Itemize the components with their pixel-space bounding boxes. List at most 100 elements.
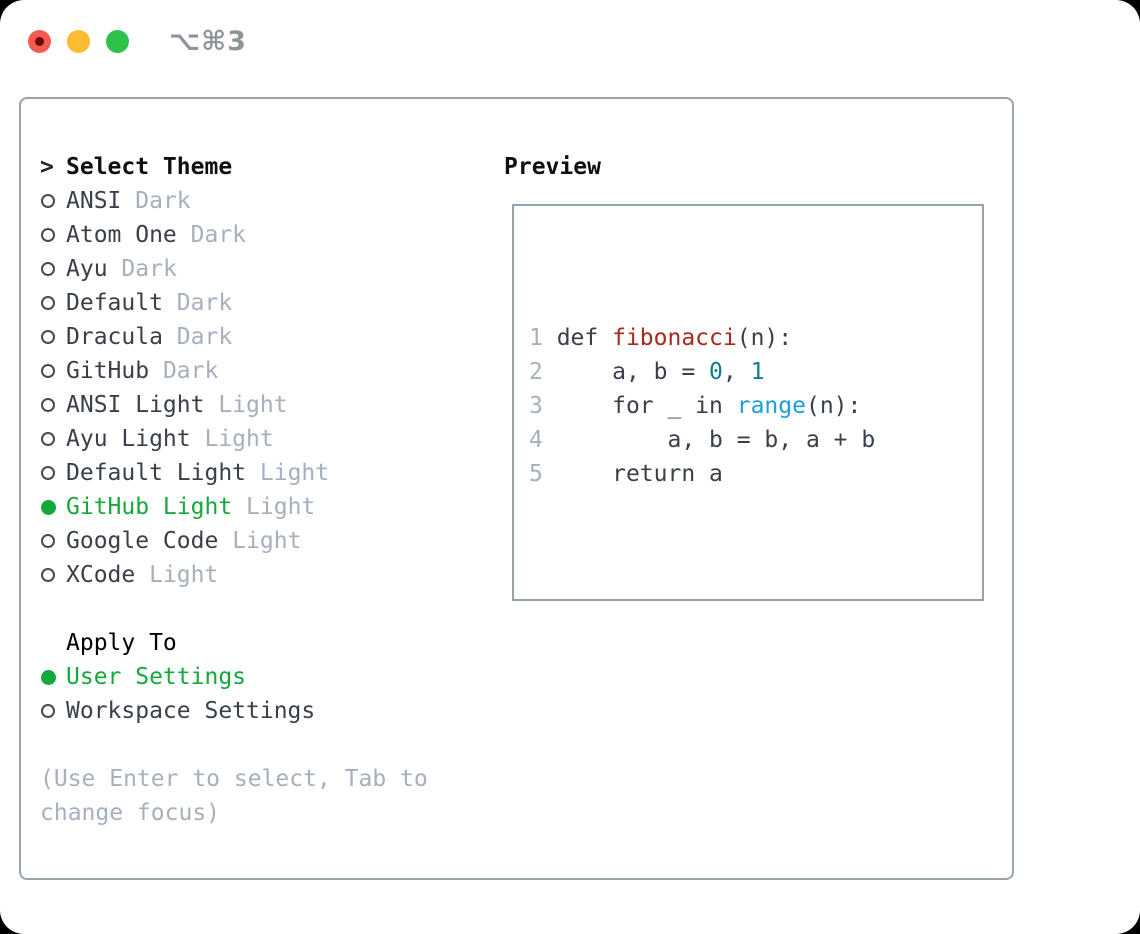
radio-unselected-icon	[41, 398, 55, 412]
theme-variant-tag: Light	[259, 460, 330, 486]
marker-cell	[40, 669, 66, 685]
theme-option[interactable]: Atom One Dark	[40, 218, 460, 252]
line-number: 3	[529, 393, 557, 419]
radio-unselected-icon	[41, 432, 55, 446]
code-token: fibonacci	[612, 325, 737, 351]
theme-option[interactable]: Default Light Light	[40, 456, 460, 490]
marker-cell	[40, 499, 66, 515]
line-number: 2	[529, 359, 557, 385]
radio-unselected-icon	[41, 330, 55, 344]
radio-unselected-icon	[41, 568, 55, 582]
theme-name: Ayu	[66, 256, 108, 282]
radio-unselected-icon	[41, 296, 55, 310]
theme-name: ANSI	[66, 188, 122, 214]
window-title: ⌥⌘3	[169, 26, 247, 57]
theme-name: Google Code	[66, 528, 219, 554]
line-number: 4	[529, 427, 557, 453]
code-token: def	[556, 325, 613, 351]
theme-variant-tag: Light	[232, 528, 302, 554]
keyboard-hint-text: (Use Enter to select, Tab to change focu…	[40, 766, 428, 826]
theme-option[interactable]: Default Dark	[40, 286, 460, 320]
gap	[108, 252, 122, 286]
theme-variant-tag: Light	[204, 426, 274, 452]
radio-unselected-icon	[41, 194, 55, 208]
theme-option[interactable]: Google Code Light	[40, 524, 460, 558]
marker-cell	[40, 704, 66, 718]
apply-to-header-row: Apply To	[40, 626, 460, 660]
marker-cell	[40, 466, 66, 480]
code-token: 1	[750, 359, 765, 385]
theme-option[interactable]: GitHub Light Light	[40, 490, 460, 524]
preview-line: 5 return a	[529, 457, 982, 491]
close-button[interactable]	[28, 30, 51, 53]
theme-option[interactable]: Dracula Dark	[40, 320, 460, 354]
theme-name: Default	[66, 290, 163, 316]
apply-option[interactable]: Workspace Settings	[40, 694, 460, 728]
marker-cell	[40, 568, 66, 582]
code-token: range	[736, 393, 806, 419]
theme-variant-tag: Dark	[135, 188, 191, 214]
marker-cell	[40, 228, 66, 242]
code-token: a, b = b, a + b	[556, 427, 876, 453]
code-token: for _ in	[556, 393, 737, 419]
radio-unselected-icon	[41, 704, 55, 718]
apply-option[interactable]: User Settings	[40, 660, 460, 694]
select-theme-heading: Select Theme	[66, 154, 233, 180]
code-token: a, b =	[556, 359, 710, 385]
theme-variant-tag: Light	[246, 494, 316, 520]
theme-option[interactable]: XCode Light	[40, 558, 460, 592]
zoom-button[interactable]	[106, 30, 129, 53]
theme-option[interactable]: Ayu Dark	[40, 252, 460, 286]
gap	[204, 388, 218, 422]
preview-line: 3 for _ in range(n):	[529, 389, 982, 423]
window-titlebar: ⌥⌘3	[28, 26, 247, 57]
theme-variant-tag: Dark	[176, 290, 233, 316]
theme-option[interactable]: Ayu Light Light	[40, 422, 460, 456]
theme-variant-tag: Dark	[162, 358, 219, 384]
code-token: return a	[556, 461, 723, 487]
theme-option[interactable]: ANSI Dark	[40, 184, 460, 218]
minimize-button[interactable]	[67, 30, 90, 53]
gap	[121, 184, 135, 218]
theme-name: Dracula	[66, 324, 163, 350]
theme-option[interactable]: ANSI Light Light	[40, 388, 460, 422]
code-token: ,	[722, 359, 751, 385]
gap	[163, 320, 177, 354]
gap	[135, 558, 149, 592]
preview-heading: Preview	[504, 154, 601, 180]
theme-name: Atom One	[66, 222, 177, 248]
marker-cell	[40, 534, 66, 548]
radio-unselected-icon	[41, 262, 55, 276]
line-number: 1	[529, 325, 557, 351]
marker-cell	[40, 398, 66, 412]
marker-cell	[40, 194, 66, 208]
theme-variant-tag: Dark	[190, 222, 247, 248]
marker-cell	[40, 262, 66, 276]
theme-variant-tag: Light	[218, 392, 288, 418]
apply-to-heading: Apply To	[66, 630, 177, 656]
marker-cell: >	[40, 150, 66, 184]
gap	[232, 490, 246, 524]
theme-variant-tag: Light	[149, 562, 219, 588]
code-token: (n):	[736, 325, 793, 351]
gap	[218, 524, 232, 558]
radio-unselected-icon	[41, 466, 55, 480]
radio-selected-icon	[41, 499, 56, 515]
theme-name: XCode	[66, 562, 136, 588]
line-number: 5	[529, 461, 557, 487]
apply-option-label: User Settings	[66, 664, 247, 690]
theme-option[interactable]: GitHub Dark	[40, 354, 460, 388]
theme-variant-tag: Dark	[121, 256, 177, 282]
close-button-dot-icon	[35, 37, 44, 46]
gap	[163, 286, 177, 320]
preview-line: 1 def fibonacci(n):	[529, 321, 982, 355]
code-token: (n):	[805, 393, 862, 419]
